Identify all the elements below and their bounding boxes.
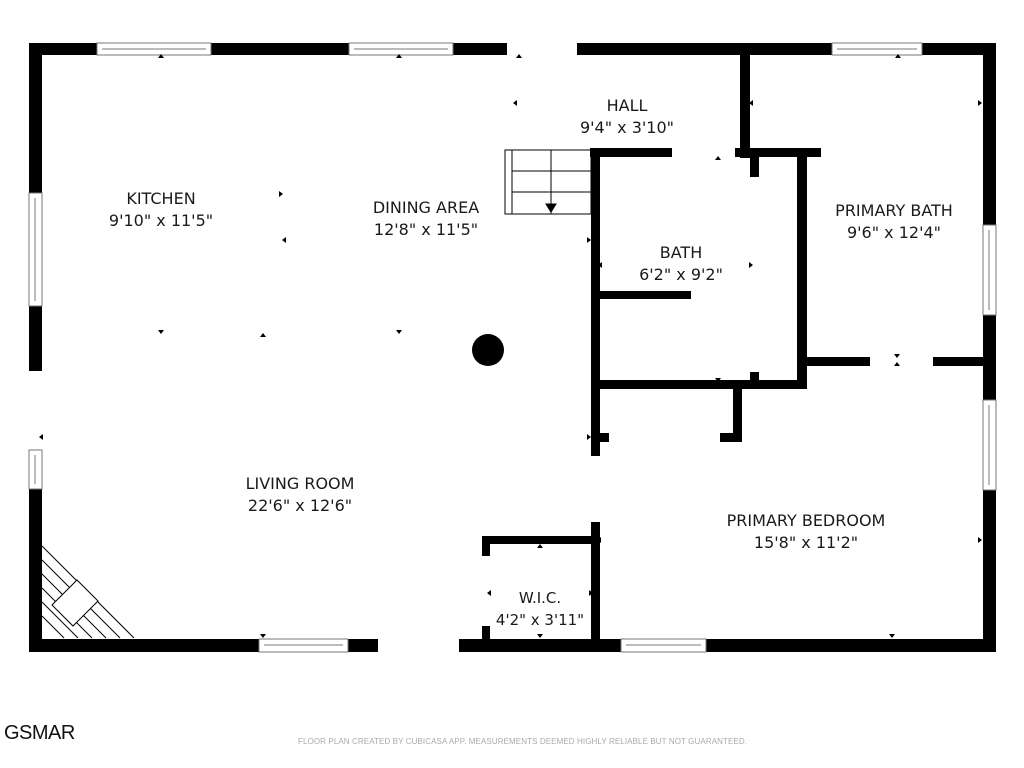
fireplace xyxy=(41,545,135,639)
brand-logo: GSMAR xyxy=(4,722,75,744)
column xyxy=(472,334,504,366)
disclaimer-text: FLOOR PLAN CREATED BY CUBICASA APP. MEAS… xyxy=(298,737,748,746)
room-label-wic: W.I.C.4'2" x 3'11" xyxy=(495,589,585,629)
exterior-walls xyxy=(29,43,996,652)
stairs xyxy=(504,149,592,215)
dimension-markers xyxy=(39,54,982,638)
windows xyxy=(28,42,997,653)
interior-walls xyxy=(482,55,996,652)
